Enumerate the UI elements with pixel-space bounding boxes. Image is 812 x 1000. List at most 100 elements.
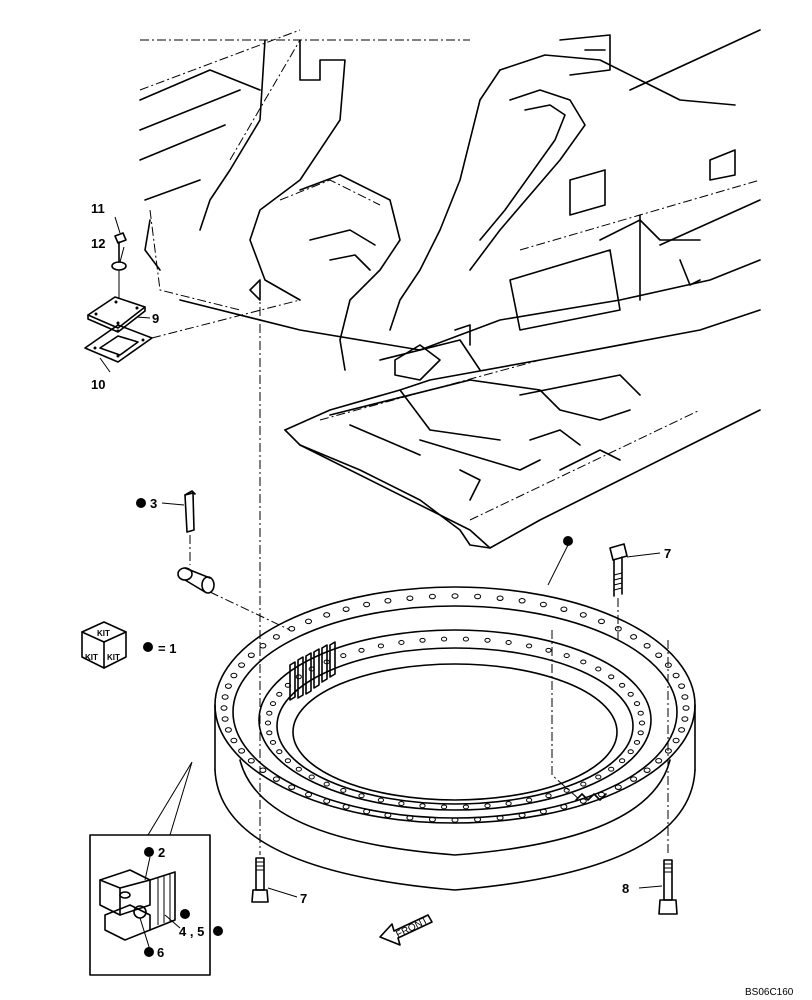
bolt-hole [358,793,365,799]
bolt-hole [441,636,448,642]
bolt-hole [269,739,277,745]
bolt-hole [406,595,414,601]
bolt-hole [419,803,426,809]
bolt-hole [619,682,626,688]
bolt-hole [462,636,469,642]
bolt-hole [614,626,622,632]
bolt-hole [272,776,280,782]
kit-box-icon: KIT KIT KIT [81,621,127,669]
bolt-hole [441,804,448,810]
bolt-hole [627,691,634,697]
bolt-hole [323,612,331,618]
callout-7-lower: 7 [300,891,307,906]
ring-gear-teeth [289,641,607,801]
bolt-hole [342,804,350,810]
callout-8: 8 [622,881,629,896]
bolt-hole [518,812,526,818]
bolt-hole [643,643,651,649]
callout-leaders [99,216,663,951]
bolt-hole [363,601,371,608]
bolt-hole [377,643,384,649]
bolt-7-lower [251,290,269,903]
bolt-hole [630,776,638,782]
bolt-hole [230,672,238,679]
bolt-hole [539,601,547,608]
callout-4-5: 4 , 5 [179,924,204,939]
bolt-hole [238,748,246,754]
bolt-hole [672,672,680,679]
bolt-hole [247,652,255,658]
bolt-hole [496,595,504,601]
bolt-hole [398,801,405,806]
bolt-hole [266,710,273,716]
bolt-hole [384,812,392,818]
bolt-hole [678,683,686,689]
bolt-hole [643,767,651,773]
bolt-hole [288,626,296,632]
bolt-hole [633,701,641,707]
bolt-hole [608,766,615,772]
bolt-hole [398,640,405,645]
bolt-hole [608,674,615,680]
bolt-hole [462,804,469,810]
bolt-hole [264,720,272,726]
bolt-hole [269,701,277,707]
bolt-hole [363,808,371,815]
bolt-hole [484,803,491,809]
front-arrow-icon: FRONT [379,914,433,946]
bolt-hole [428,816,436,823]
kit-dot-icon [136,498,573,957]
pin-assembly [177,490,291,631]
bolt-hole [484,637,491,643]
bolt-hole [284,758,291,764]
bolt-hole [580,659,587,665]
bolt-hole [340,787,347,793]
callout-3: 3 [150,496,157,511]
bolt-hole [259,643,267,649]
callout-6: 6 [157,945,164,960]
callout-labels: 11 12 9 10 3 = 1 7 7 8 2 4 , 5 6 BS06C16… [91,201,794,998]
bolt-hole [619,758,626,764]
kit-box-top-label: KIT [97,629,110,638]
cover-plate-assembly [84,232,301,363]
bolt-hole [595,666,602,672]
bolt-hole [247,758,255,764]
callout-11: 11 [91,201,105,216]
bolt-hole [579,798,587,804]
bolt-hole [539,808,547,815]
bolt-hole [563,787,570,793]
bolt-hole [224,727,232,733]
bolt-hole [295,674,302,680]
bolt-hole [276,691,283,697]
ring-bolt-holes [220,593,690,823]
bolt-hole [682,705,690,711]
bolt-hole [563,653,570,659]
reference-code: BS06C160 [745,987,794,998]
bolt-hole [598,791,605,798]
bolt-hole [305,618,312,625]
bolt-hole [545,793,552,799]
bolt-hole [545,647,552,653]
bolt-hole [678,727,686,733]
bolt-hole [220,705,228,711]
legend-equals-1: = 1 [158,641,176,656]
bolt-hole [377,797,384,803]
bolt-hole [308,774,315,780]
bolt-hole [295,766,302,772]
bolt-hole [428,593,436,600]
bolt-hole [221,694,229,700]
bolt-hole [595,774,602,780]
bolt-hole [637,730,644,736]
bolt-hole [526,643,533,649]
bolt-hole [580,781,587,787]
bolt-hole [681,716,689,722]
bolt-hole [224,683,232,689]
bolt-hole [288,784,296,790]
bolt-hole [276,749,283,755]
bolt-hole [627,749,634,755]
bolt-hole [681,694,689,700]
bolt-hole [266,730,273,736]
bolt-hole [284,682,291,688]
bolt-hole [305,791,312,798]
